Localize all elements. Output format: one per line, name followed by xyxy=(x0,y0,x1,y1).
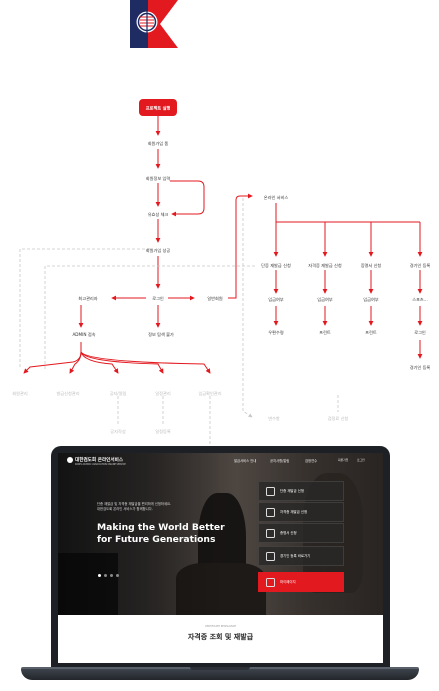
service-license-reissue: 자격증 재발급 신청 xyxy=(308,262,342,269)
quick-link-label: 마이페이지 xyxy=(280,580,296,584)
site-brand-sub: KOREA KUMDO ASSOCIATION ONLINE SERVICE xyxy=(75,463,126,466)
admin-item-schedule: 일정관리 xyxy=(155,390,171,397)
hero-subtext-line-2: 대한검도회 온라인 서비스가 함께합니다. xyxy=(97,507,153,511)
slider-dot[interactable] xyxy=(98,574,101,577)
slider-dot[interactable] xyxy=(104,574,107,577)
hero-title-line-1: Making the World Better xyxy=(97,522,225,533)
site-brand[interactable]: 대한검도회 온라인서비스 xyxy=(75,458,124,463)
section-eyebrow: CERTIFICATE REISSUANCE xyxy=(204,625,237,628)
quick-link-label: 경기인 등록 바로가기 xyxy=(280,554,311,558)
hero-title-line-2: for Future Generations xyxy=(97,534,216,545)
laptop-screen: 대한검도회 온라인서비스 KOREA KUMDO ASSOCIATION ONL… xyxy=(58,453,383,663)
slider-dot[interactable] xyxy=(116,574,119,577)
step-signup-form: 회원가입 폼 xyxy=(148,140,169,147)
kta-logo xyxy=(130,0,178,48)
admin-item-members: 회원관리 xyxy=(12,390,28,397)
license-section: CERTIFICATE REISSUANCE 자격증 조회 및 재발급 xyxy=(58,615,383,663)
admin-sub-schedule-add: 일정등록 xyxy=(155,428,171,435)
admin-item-notice: 공지/알림 xyxy=(110,390,127,397)
nav-item-notice[interactable]: 공지사항/알림 xyxy=(270,459,290,463)
slider-dots xyxy=(98,562,122,581)
service-sub2-1: 프린트 xyxy=(319,329,331,335)
find-info-node: 정보 탐색 불가 xyxy=(148,331,174,338)
quick-link-mypage[interactable]: 마이페이지 xyxy=(258,572,344,592)
login-node: 로그인 xyxy=(152,295,164,301)
online-service-node: 온라인 서비스 xyxy=(264,194,289,201)
document-icon xyxy=(266,487,275,496)
quick-link-certificate[interactable]: 증명서 신청 xyxy=(258,523,344,543)
site-header: 대한검도회 온라인서비스 KOREA KUMDO ASSOCIATION ONL… xyxy=(58,453,383,468)
nav-login-link[interactable]: 로그인 xyxy=(357,458,365,462)
user-icon xyxy=(266,552,275,561)
hero-title: Making the World Better for Future Gener… xyxy=(97,522,257,546)
service-sub1-3: 스포츠... xyxy=(412,297,428,302)
quick-link-athlete[interactable]: 경기인 등록 바로가기 xyxy=(258,546,344,566)
step-signup-success: 회원가입 성공 xyxy=(146,247,171,254)
step-info-input: 회원정보 입력 xyxy=(146,175,171,182)
service-certificate: 증명서 신청 xyxy=(361,262,382,269)
super-admin-node: 최고관리자 xyxy=(78,295,97,302)
quick-link-label: 단증 재발급 신청 xyxy=(280,489,304,493)
laptop-notch xyxy=(190,667,250,670)
start-node xyxy=(139,99,177,116)
slider-dot[interactable] xyxy=(110,574,113,577)
quick-link-dan-reissue[interactable]: 단증 재발급 신청 xyxy=(258,481,344,501)
quick-link-label: 증명서 신청 xyxy=(280,531,297,535)
nav-item-issuance[interactable]: 발급서비스 안내 xyxy=(234,459,257,463)
nav-signup-link[interactable]: 회원가입 xyxy=(338,458,349,462)
service-sub2-2: 프린트 xyxy=(365,329,377,335)
start-node-label: 프로젝트 실행 xyxy=(146,105,171,112)
service-athlete-register: 경기인 등록 xyxy=(410,262,431,269)
mypage-icon xyxy=(266,578,275,587)
nav-item-exam[interactable]: 검정연수 xyxy=(305,459,318,463)
admin-item-issuance: 발급신청관리 xyxy=(56,390,79,397)
service-sub1-1: 입금여부 xyxy=(317,296,333,303)
site-logo-icon[interactable] xyxy=(67,457,73,463)
laptop-base xyxy=(21,669,419,680)
general-member-node: 일반회원 xyxy=(207,295,223,302)
admin-item-deposit: 입금확인관리 xyxy=(198,390,221,397)
service-sub1-2: 입금여부 xyxy=(363,296,379,303)
hero-subtext: 단증 재발급 및 자격증 재발급을 편리하게 신청하세요. 대한검도회 온라인 … xyxy=(97,502,197,512)
admin-access-node: ADMIN 접속 xyxy=(72,331,95,338)
faint-item-0: 변수항 xyxy=(268,415,280,422)
service-sub2-3: 로그인 xyxy=(414,329,426,335)
quick-link-label: 자격증 재발급 신청 xyxy=(280,510,308,514)
service-sub3-0: 경기인 등록 xyxy=(410,364,431,371)
service-dan-reissue: 단증 재발급 신청 xyxy=(261,262,291,269)
service-sub2-0: 우편수령 xyxy=(268,329,284,336)
service-sub1-0: 입금여부 xyxy=(268,296,284,303)
faint-item-1: 검정료 신청 xyxy=(328,415,349,421)
step-validation: 유효성 체크 xyxy=(148,211,169,218)
section-title: 자격증 조회 및 재발급 xyxy=(187,633,254,641)
license-icon xyxy=(266,508,275,517)
admin-sub-notice-write: 공지작성 xyxy=(110,428,126,435)
certificate-icon xyxy=(266,529,275,538)
sitemap-flowchart: 프로젝트 실행 회원가입 폼 회원정보 입력 유효성 체크 회원가입 성공 로그… xyxy=(12,99,431,445)
quick-link-license-reissue[interactable]: 자격증 재발급 신청 xyxy=(258,502,344,522)
hero-subtext-line-1: 단증 재발급 및 자격증 재발급을 편리하게 신청하세요. xyxy=(97,502,172,506)
